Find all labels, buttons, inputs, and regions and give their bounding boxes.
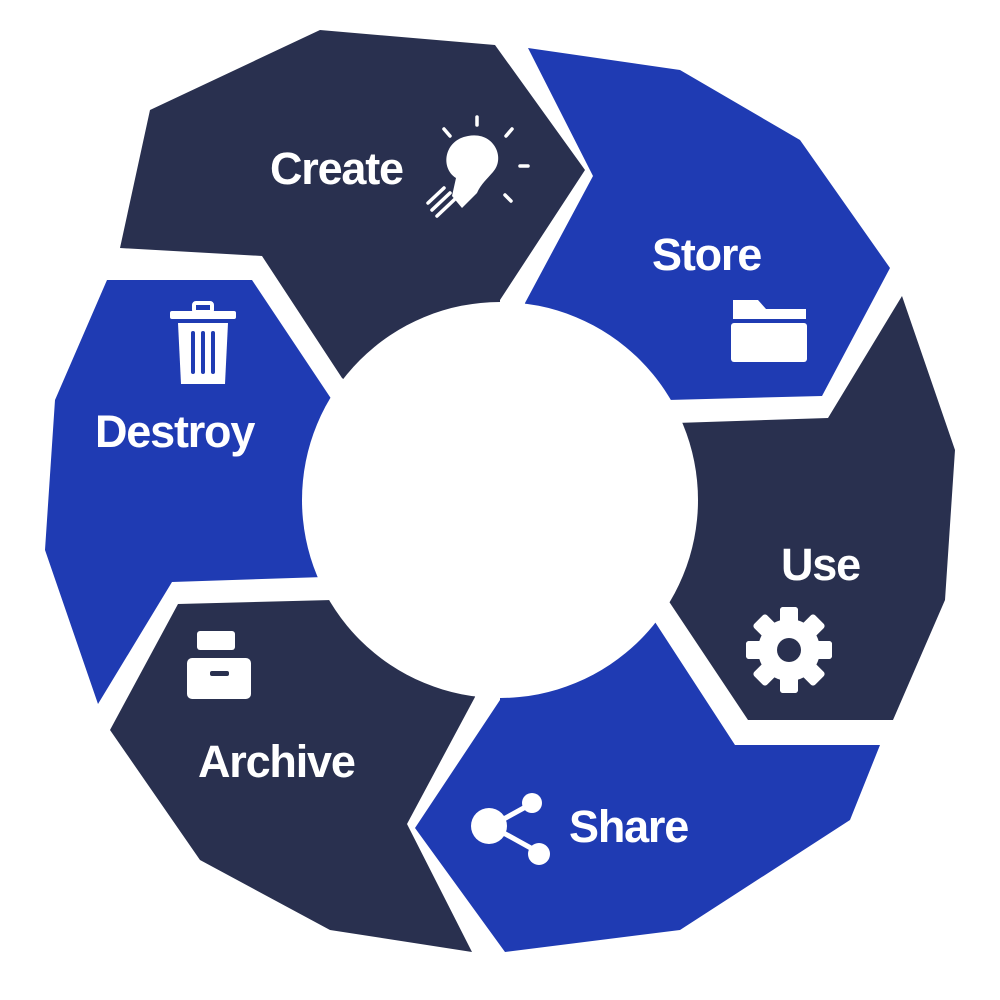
label-share: Share xyxy=(569,801,688,852)
segment-archive[interactable] xyxy=(110,500,500,952)
segment-destroy[interactable] xyxy=(45,280,500,704)
folder-icon xyxy=(731,300,807,362)
label-use: Use xyxy=(781,539,860,590)
trash-icon xyxy=(170,301,236,384)
gear-icon xyxy=(746,607,832,693)
segment-store[interactable] xyxy=(500,48,890,500)
lightbulb-icon xyxy=(426,115,530,218)
segment-use[interactable] xyxy=(500,296,955,720)
label-archive: Archive xyxy=(198,736,355,787)
label-create: Create xyxy=(270,143,403,194)
label-destroy: Destroy xyxy=(95,406,255,457)
archive-box-icon xyxy=(187,631,251,699)
label-store: Store xyxy=(652,229,761,280)
segment-share[interactable] xyxy=(415,500,880,952)
share-icon xyxy=(471,793,550,865)
